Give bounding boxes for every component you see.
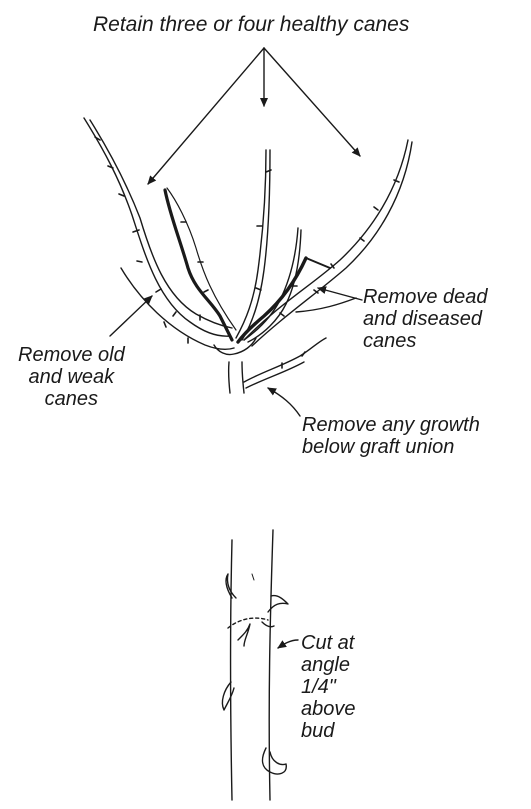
remove-growth-line-2: below graft union [302,436,480,458]
rose-bush [84,48,412,416]
cut-line-3: 1/4" [301,676,356,698]
thorn-3 [238,624,250,646]
cane-detail [222,530,298,800]
cut-line-4: above [301,698,356,720]
main-stem [229,362,244,393]
cut-line-1: Cut at [301,632,356,654]
remove-old-line-1: Remove old [18,344,125,366]
bud [262,622,274,627]
cut-line-5: bud [301,720,356,742]
remove-dead-line-2: and diseased [363,308,488,330]
remove-growth-line-1: Remove any growth [302,414,480,436]
cut-arrow [278,640,298,648]
remove-growth-label: Remove any growth below graft union [302,414,480,458]
sucker-growth [244,338,326,388]
retain-arrows [148,48,360,184]
center-left-cane [165,190,232,340]
thorn-4 [222,682,234,710]
thorn-5 [263,748,287,774]
center-cane [236,150,270,340]
dead-cane [238,258,306,342]
cut-line [228,618,268,628]
growth-leader [268,388,300,416]
retain-label: Retain three or four healthy canes [93,14,409,36]
cane-left-edge [231,540,233,800]
cut-line-2: angle [301,654,356,676]
cut-label: Cut at angle 1/4" above bud [301,632,356,742]
remove-old-line-2: and weak [18,366,125,388]
remove-dead-line-3: canes [363,330,488,352]
dead-leader [318,288,362,300]
remove-old-line-3: canes [18,388,125,410]
remove-dead-line-1: Remove dead [363,286,488,308]
old-weak-leader [110,296,152,336]
remove-dead-label: Remove dead and diseased canes [363,286,488,352]
remove-old-label: Remove old and weak canes [18,344,125,410]
